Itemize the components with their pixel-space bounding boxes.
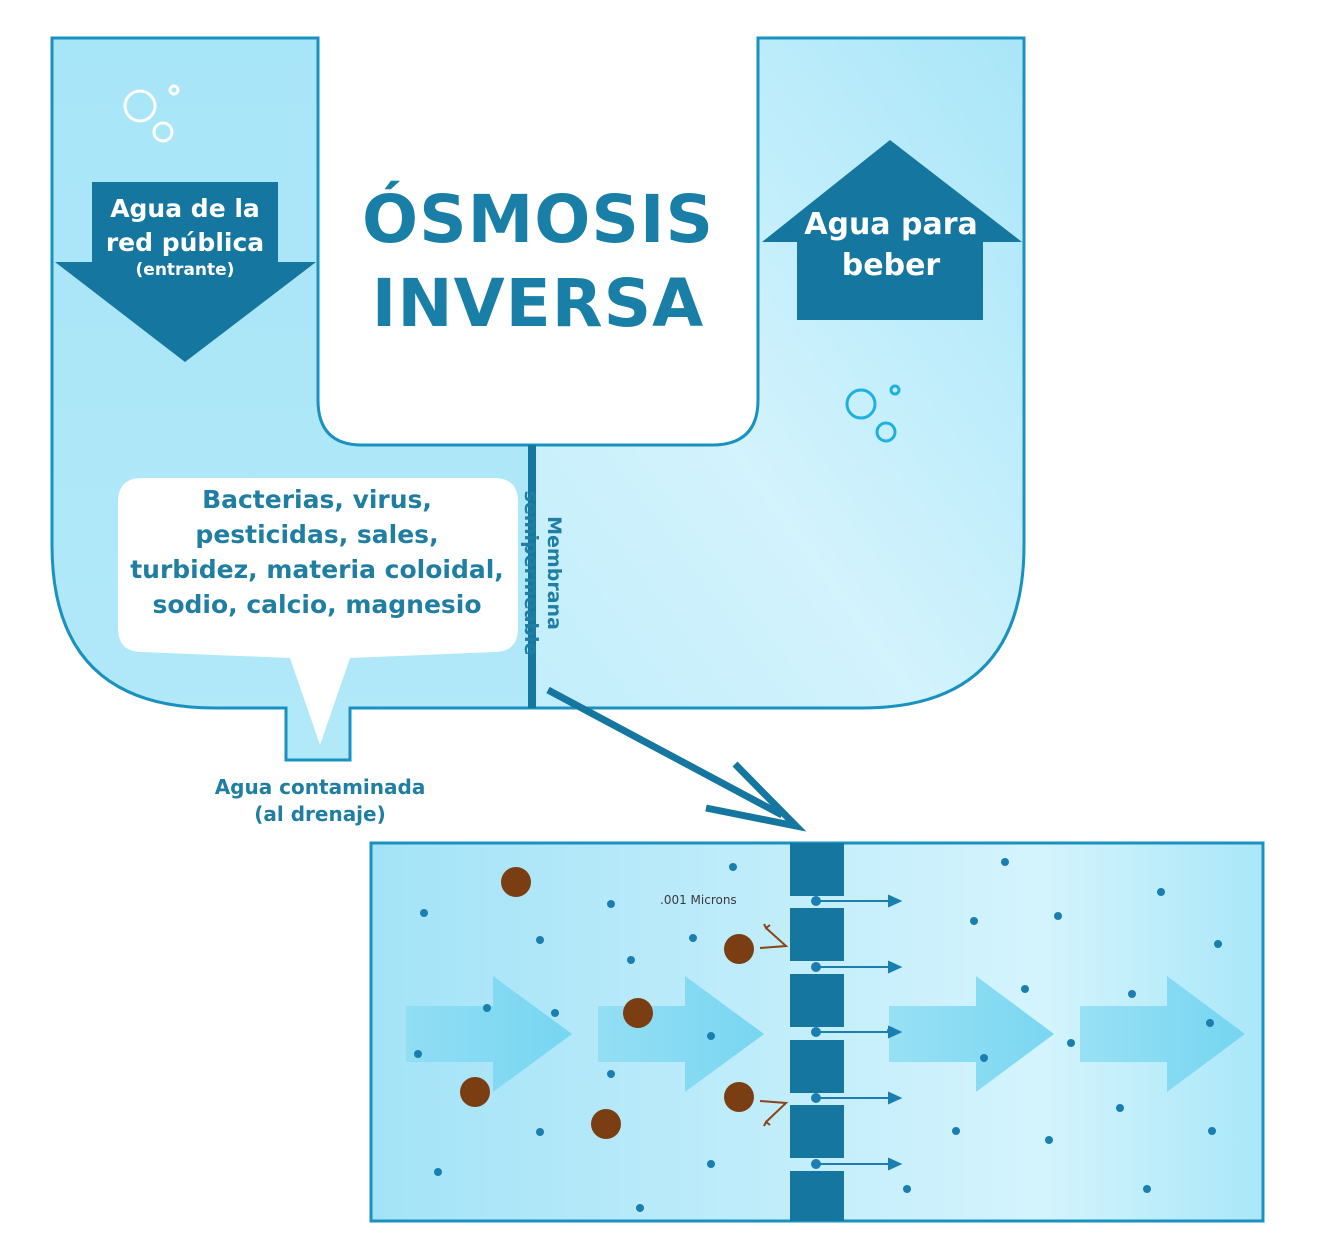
zoom-arrow: [546, 686, 784, 819]
title-line-2: INVERSA: [371, 265, 705, 342]
permeate-chamber: [530, 36, 1026, 710]
pore-size-label: .001 Microns: [660, 893, 737, 907]
outlet-arrow: [762, 140, 1022, 320]
pore-flow-arrows: [811, 894, 903, 1171]
contaminant-particles: [460, 867, 754, 1139]
inlet-label-line-2: red pública: [105, 228, 265, 257]
contaminants-line-3: turbidez, materia coloidal,: [130, 555, 504, 584]
drain-line-1: Agua contaminada: [214, 775, 426, 799]
title-line-1: ÓSMOSIS: [361, 181, 715, 258]
page-title: ÓSMOSIS INVERSA: [318, 178, 758, 346]
drain-label: Agua contaminada (al drenaje): [170, 774, 470, 828]
contaminants-line-2: pesticidas, sales,: [195, 520, 439, 549]
inlet-label-line-1: Agua de la: [110, 194, 260, 223]
water-molecules: [414, 858, 1222, 1212]
membrane-column: [790, 843, 844, 1221]
bubbles-icon: [123, 84, 180, 143]
flow-arrow: [1080, 976, 1245, 1092]
contaminants-line-1: Bacterias, virus,: [202, 485, 432, 514]
rejection-arrows: [759, 923, 789, 1127]
inlet-label: Agua de la red pública (entrante): [92, 192, 278, 280]
inlet-arrow: [55, 182, 316, 362]
flow-arrow: [406, 976, 572, 1092]
inlet-label-sub: (entrante): [135, 260, 235, 280]
contaminants-list: Bacterias, virus, pesticidas, sales, tur…: [118, 482, 516, 622]
bubbles-icon: [845, 384, 901, 443]
flow-arrow: [598, 976, 764, 1092]
outlet-label-line-1: Agua para: [804, 207, 978, 242]
membrane-label: Membrana semipermeable: [519, 461, 565, 685]
membrane-line-1: Membrana: [543, 516, 565, 630]
contaminants-line-4: sodio, calcio, magnesio: [152, 590, 482, 619]
outlet-label-line-2: beber: [841, 248, 941, 283]
outlet-label: Agua para beber: [780, 204, 1002, 286]
contaminants-bubble: [118, 478, 518, 745]
drain-line-2: (al drenaje): [254, 802, 386, 826]
flow-arrow: [889, 976, 1054, 1092]
membrane-line-2: semipermeable: [520, 490, 542, 656]
zoom-arrow-head: [705, 761, 807, 832]
flow-arrows: [406, 976, 1245, 1092]
